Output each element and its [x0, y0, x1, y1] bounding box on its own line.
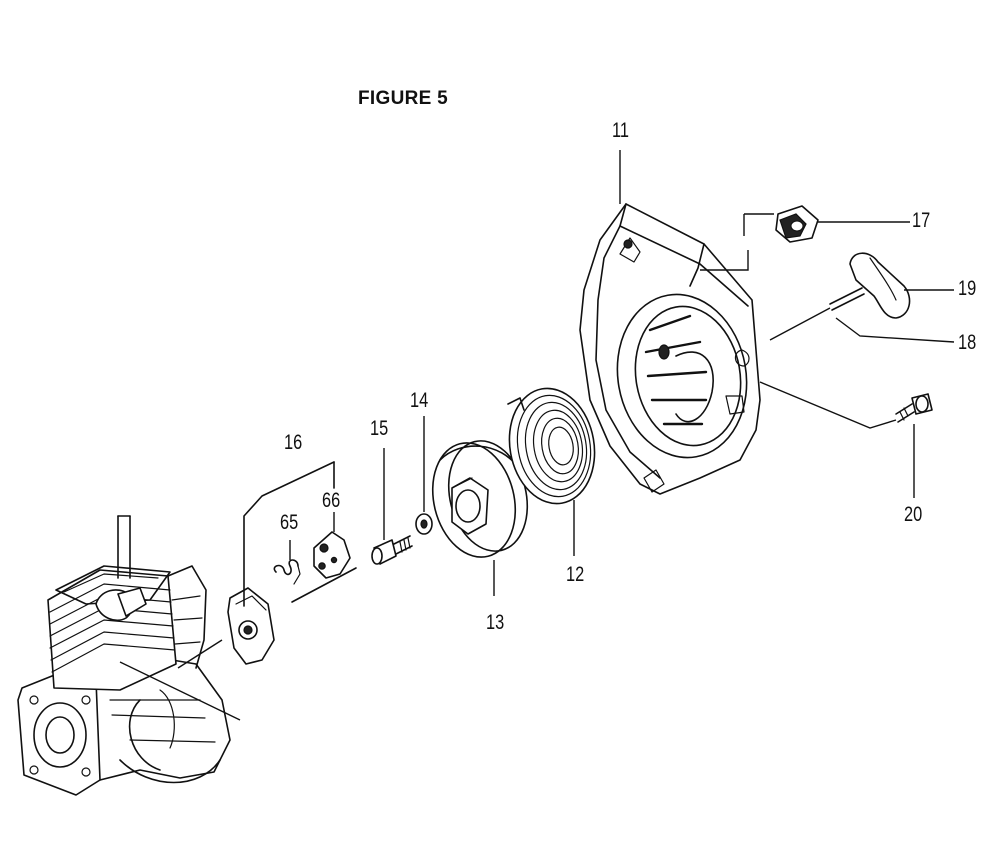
part-15-screw — [371, 448, 413, 565]
figure-title: FIGURE 5 — [358, 88, 449, 109]
part-13-pulley — [431, 440, 529, 596]
callout-17: 17 — [912, 209, 931, 232]
callout-19: 19 — [958, 277, 977, 300]
part-18-rope — [769, 307, 955, 343]
part-20-bolt — [759, 381, 933, 498]
callout-16: 16 — [284, 431, 303, 454]
callout-65: 65 — [280, 511, 299, 534]
callout-12: 12 — [566, 563, 585, 586]
callout-13: 13 — [486, 611, 505, 634]
part-19-handle — [829, 252, 954, 319]
part-14-washer — [415, 416, 433, 535]
callout-20: 20 — [904, 503, 923, 526]
part-12-recoil-spring — [507, 387, 596, 556]
callout-15: 15 — [370, 417, 389, 440]
part-66-pawl — [291, 512, 357, 603]
part-11-starter-housing — [579, 150, 761, 495]
part-17-rope-guide — [700, 205, 910, 271]
part-16-pawl-carrier — [227, 461, 335, 665]
part-65-spring — [273, 540, 301, 585]
callout-66: 66 — [322, 489, 341, 512]
callout-11: 11 — [612, 119, 630, 142]
callout-14: 14 — [410, 389, 429, 412]
engine-block — [17, 515, 241, 796]
callout-18: 18 — [958, 331, 977, 354]
